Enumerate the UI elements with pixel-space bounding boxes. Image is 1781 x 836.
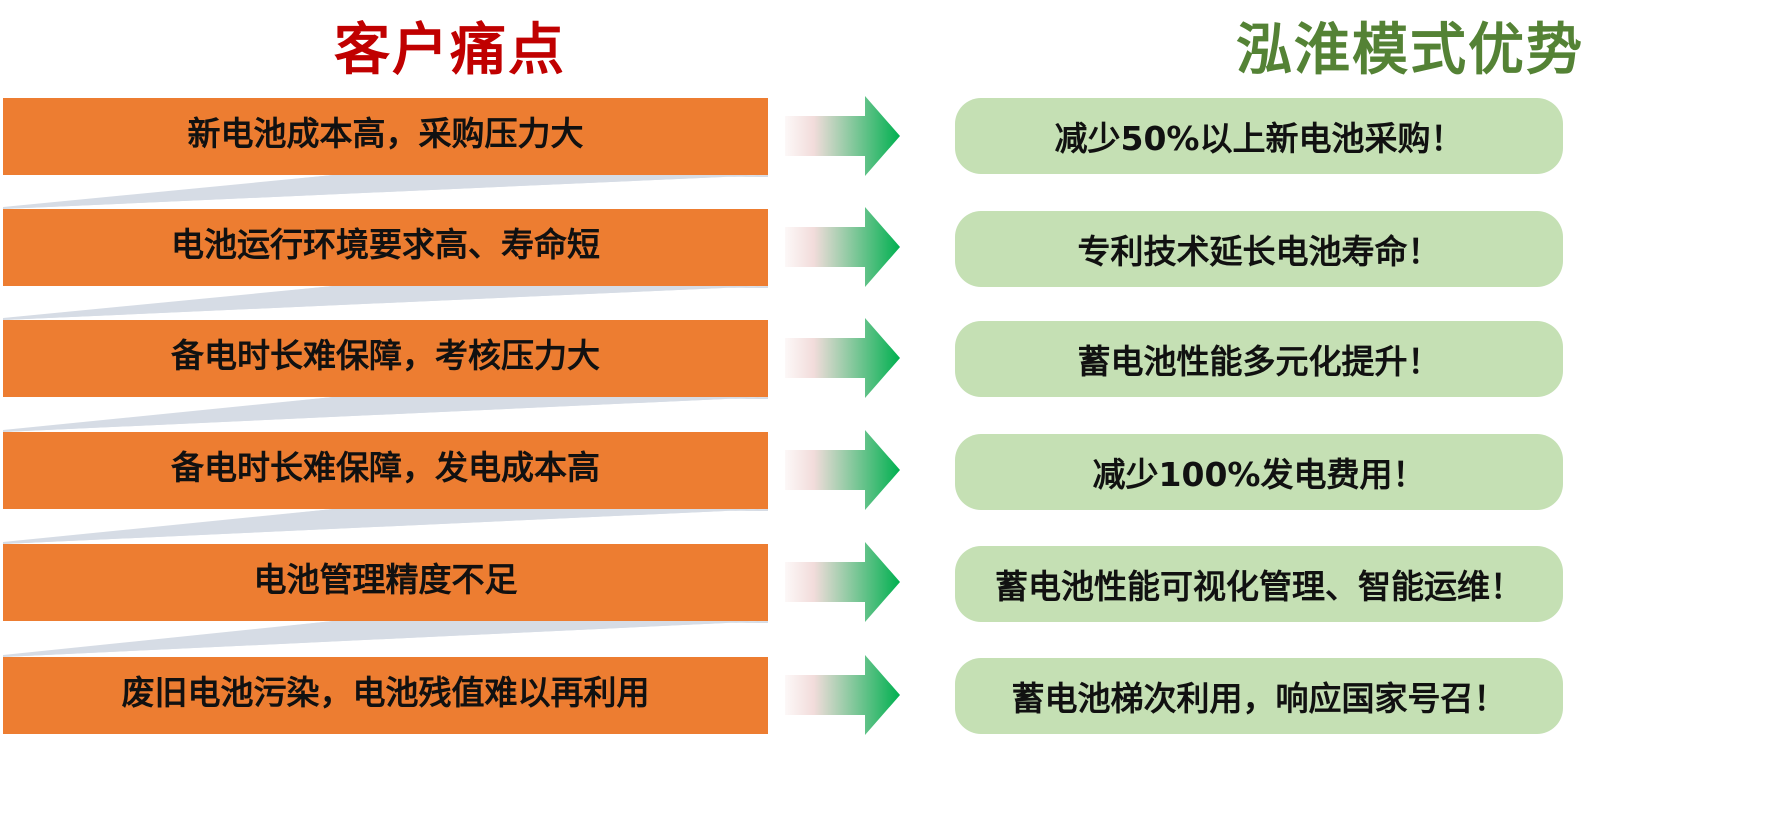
pain-point-box: 备电时长难保障，考核压力大 [3, 320, 768, 397]
connector-ribbon [3, 175, 768, 209]
advantage-box: 蓄电池性能多元化提升！ [955, 321, 1563, 397]
advantage-box: 蓄电池性能可视化管理、智能运维！ [955, 546, 1563, 622]
advantage-box: 减少100%发电费用！ [955, 434, 1563, 510]
right-arrow-icon [785, 430, 900, 510]
right-arrow-icon [785, 318, 900, 398]
right-arrow-icon [785, 207, 900, 287]
pain-point-box: 电池运行环境要求高、寿命短 [3, 209, 768, 286]
advantage-box: 专利技术延长电池寿命！ [955, 211, 1563, 287]
pain-points-heading: 客户痛点 [334, 18, 566, 83]
advantage-box: 减少50%以上新电池采购！ [955, 98, 1563, 174]
pain-point-box: 电池管理精度不足 [3, 544, 768, 621]
connector-ribbon [3, 286, 768, 320]
right-arrow-icon [785, 542, 900, 622]
right-arrow-icon [785, 655, 900, 735]
connector-ribbon [3, 509, 768, 544]
connector-ribbon [3, 397, 768, 432]
pain-point-box: 备电时长难保障，发电成本高 [3, 432, 768, 509]
connector-ribbon [3, 621, 768, 657]
pain-point-box: 新电池成本高，采购压力大 [3, 98, 768, 175]
advantage-box: 蓄电池梯次利用，响应国家号召！ [955, 658, 1563, 734]
pain-point-box: 废旧电池污染，电池残值难以再利用 [3, 657, 768, 734]
right-arrow-icon [785, 96, 900, 176]
advantages-heading: 泓淮模式优势 [1236, 18, 1584, 83]
